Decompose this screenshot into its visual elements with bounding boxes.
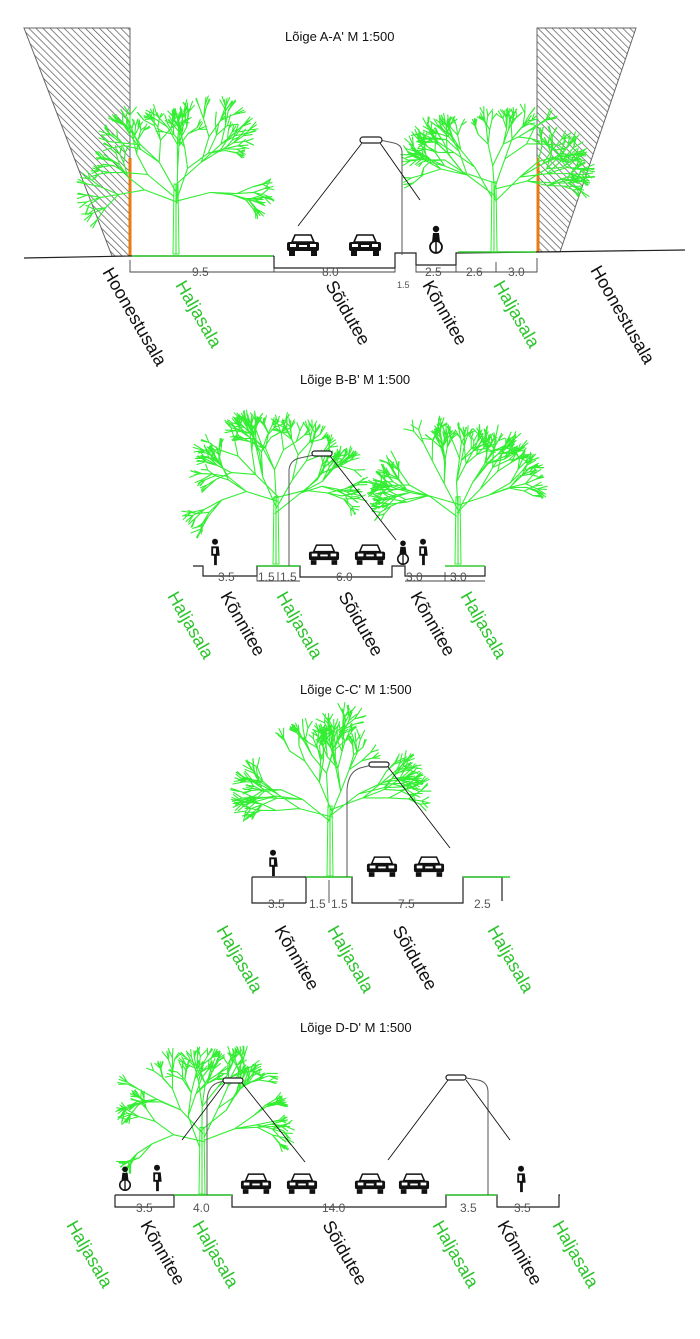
tree-icon xyxy=(76,95,275,255)
section-d: Lõige D-D' M 1:500 3.5 4.0 14.0 3.5 3.5 … xyxy=(63,1020,604,1292)
car-icon xyxy=(413,856,445,878)
dim-label: 1.5 xyxy=(331,897,348,911)
dim-label: 8.0 xyxy=(322,265,339,279)
zone-label: Haljasala xyxy=(164,588,219,663)
dimension-lines xyxy=(129,258,538,273)
lamp-pole xyxy=(379,139,403,255)
car-icon xyxy=(348,234,382,257)
lamp-beam xyxy=(387,766,451,849)
lamp-icon xyxy=(368,761,390,768)
section-a: Lõige A-A' M 1:500 9.5 8.0 1.5 2.5 2.6 3… xyxy=(23,27,686,370)
section-a-title: Lõige A-A' M 1:500 xyxy=(285,29,394,44)
zone-label: Kõnnitee xyxy=(217,588,270,660)
zone-label: Haljasala xyxy=(429,1217,484,1292)
lamp-icon xyxy=(359,136,383,144)
car-icon xyxy=(398,1173,430,1195)
lamp-beam xyxy=(387,1079,511,1161)
zone-label: Sõidutee xyxy=(335,588,388,660)
dim-label: 7.5 xyxy=(398,897,415,911)
dim-label: 3.5 xyxy=(460,1201,477,1215)
car-icon xyxy=(286,1173,318,1195)
zone-label: Sõidutee xyxy=(389,922,442,994)
zone-label: Kõnnitee xyxy=(494,1217,547,1289)
car-icon xyxy=(366,856,398,878)
cyclist-icon xyxy=(118,1165,132,1192)
zone-label: Sõidutee xyxy=(319,1217,372,1289)
lamp-icon xyxy=(311,450,333,457)
zone-label: Kõnnitee xyxy=(407,588,460,660)
dim-label: 3.0 xyxy=(406,570,423,584)
dimension-lines xyxy=(256,570,485,582)
pedestrian-icon xyxy=(419,538,428,566)
lamp-beam xyxy=(297,142,421,227)
zone-label: Haljasala xyxy=(63,1217,118,1292)
lamp-pole xyxy=(288,454,315,566)
dim-label: 3.0 xyxy=(508,265,525,279)
dim-label: 2.6 xyxy=(466,265,483,279)
ground-line xyxy=(251,876,503,904)
zone-label: Haljasala xyxy=(213,922,268,997)
car-icon xyxy=(286,234,320,257)
dim-label: 1.5 xyxy=(258,570,275,584)
pedestrian-icon xyxy=(211,538,220,566)
car-icon xyxy=(308,544,340,566)
zone-label: Haljasala xyxy=(484,922,539,997)
dim-label: 3.5 xyxy=(218,570,235,584)
dim-label: 1.5 xyxy=(397,280,410,290)
dim-label: 1.5 xyxy=(280,570,297,584)
car-icon xyxy=(354,1173,386,1195)
tree-icon xyxy=(229,702,432,877)
zone-label: Kõnnitee xyxy=(271,922,324,994)
pedestrian-icon xyxy=(269,849,278,877)
section-c-title: Lõige C-C' M 1:500 xyxy=(300,682,412,697)
car-icon xyxy=(354,544,386,566)
cyclist-icon xyxy=(429,224,443,254)
car-icon xyxy=(240,1173,272,1195)
cyclist-icon xyxy=(396,539,410,566)
pedestrian-icon xyxy=(153,1164,162,1192)
zone-label: Haljasala xyxy=(273,588,328,663)
tree-icon xyxy=(366,415,548,565)
zone-label: Kõnnitee xyxy=(137,1217,190,1289)
zone-label: Haljasala xyxy=(549,1217,604,1292)
zone-label: Haljasala xyxy=(324,922,379,997)
zone-label: Kõnnitee xyxy=(419,277,472,349)
dim-label: 14.0 xyxy=(322,1201,346,1215)
dim-label: 1.5 xyxy=(309,897,326,911)
zone-label: Haljasala xyxy=(172,277,227,352)
dim-label: 3.0 xyxy=(450,570,467,584)
zone-label: Sõidutee xyxy=(322,277,375,349)
lamp-pole xyxy=(206,1080,227,1195)
zone-label: Hoonestusala xyxy=(99,264,172,370)
section-d-title: Lõige D-D' M 1:500 xyxy=(300,1020,412,1035)
tree-icon xyxy=(181,409,369,565)
dim-label: 3.5 xyxy=(268,897,285,911)
tree-icon xyxy=(400,103,596,253)
pedestrian-icon xyxy=(517,1165,526,1193)
section-b-title: Lõige B-B' M 1:500 xyxy=(300,372,410,387)
lamp-beam xyxy=(181,1082,306,1163)
lamp-icon xyxy=(222,1077,244,1084)
dim-label: 2.5 xyxy=(474,897,491,911)
zone-label: Haljasala xyxy=(457,588,512,663)
lamp-beam xyxy=(329,455,397,541)
ground-line xyxy=(193,565,486,578)
lamp-icon xyxy=(445,1074,467,1081)
dim-label: 6.0 xyxy=(336,570,353,584)
zone-label: Haljasala xyxy=(490,277,545,352)
dim-label: 2.5 xyxy=(425,265,442,279)
dim-label: 4.0 xyxy=(193,1201,210,1215)
dim-label: 3.5 xyxy=(136,1201,153,1215)
lamp-pole xyxy=(465,1077,489,1195)
dim-label: 9.5 xyxy=(192,265,209,279)
section-b: Lõige B-B' M 1:500 3.5 1.5 1.5 6.0 3.0 3… xyxy=(164,372,548,663)
tree-icon xyxy=(115,1045,295,1195)
dim-label: 3.5 xyxy=(514,1201,531,1215)
section-c: Lõige C-C' M 1:500 3.5 1.5 1.5 7.5 2.5 H… xyxy=(213,682,539,997)
lamp-pole xyxy=(346,764,373,877)
zone-label: Haljasala xyxy=(189,1217,244,1292)
zone-label: Hoonestusala xyxy=(587,262,660,368)
